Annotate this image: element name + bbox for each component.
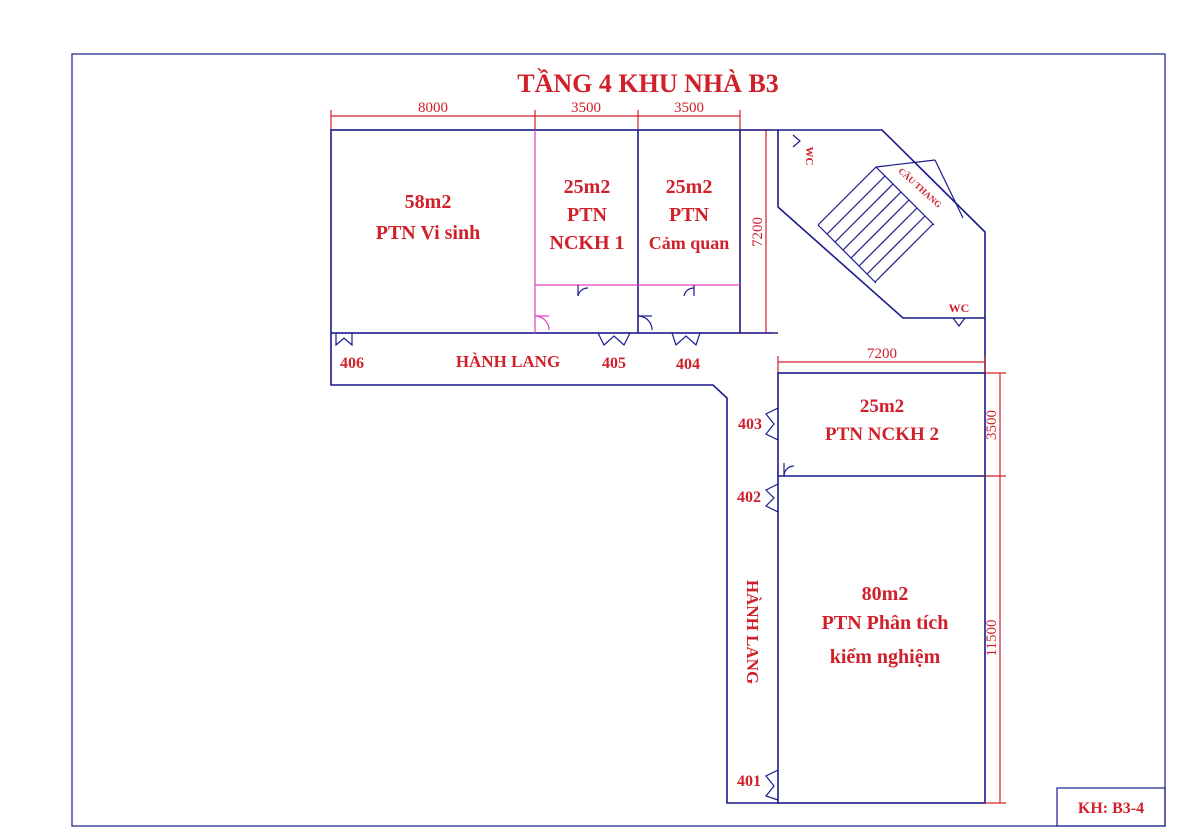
- stamp-box: [1056, 787, 1166, 827]
- room-cam-quan-line2: Cảm quan: [649, 233, 730, 253]
- room-number-403: 403: [738, 416, 762, 433]
- interior-doors: [577, 285, 695, 331]
- room-nckh2-name: PTN NCKH 2: [825, 424, 939, 445]
- dim-7200-vertical: 7200: [750, 217, 766, 247]
- dim-11500-east: 11500: [984, 620, 1000, 657]
- room-number-406: 406: [340, 355, 364, 372]
- top-dimension-line: [330, 110, 741, 130]
- dim-8000: 8000: [418, 100, 448, 116]
- east-dimension-7200: [777, 356, 986, 373]
- east-dimensions-vertical: [985, 372, 1006, 804]
- dim-3500-east: 3500: [984, 410, 1000, 440]
- stamp-label: KH: B3-4: [1078, 800, 1144, 817]
- east-wing-walls: [777, 372, 986, 804]
- room-phan-tich-line2: kiểm nghiệm: [830, 646, 941, 668]
- drawing-frame: [71, 53, 1166, 827]
- room-phan-tich-area: 80m2: [862, 583, 909, 605]
- room-number-401: 401: [737, 773, 761, 790]
- dim-3500-a: 3500: [571, 100, 601, 116]
- corridor-east-label: HÀNH LANG: [743, 580, 762, 684]
- room-phan-tich-line1: PTN Phân tích: [822, 612, 949, 634]
- stair-block: [740, 129, 986, 373]
- corridor-north-label: HÀNH LANG: [456, 352, 560, 371]
- wc-top-label: WC: [803, 147, 815, 166]
- room-number-404: 404: [676, 356, 700, 373]
- corridor-doors-east: [764, 407, 795, 801]
- dim-7200-east: 7200: [867, 346, 897, 362]
- room-vi-sinh-name: PTN Vi sinh: [376, 222, 480, 244]
- room-number-402: 402: [737, 489, 761, 506]
- room-nckh1-line2: NCKH 1: [550, 232, 625, 254]
- room-nckh2-area: 25m2: [860, 396, 904, 417]
- corridor-doors-north: [335, 332, 701, 347]
- pink-partitions: [534, 130, 740, 333]
- dim-3500-b: 3500: [674, 100, 704, 116]
- room-vi-sinh-area: 58m2: [405, 191, 452, 213]
- plan-title: TẦNG 4 KHU NHÀ B3: [517, 69, 778, 98]
- room-number-405: 405: [602, 355, 626, 372]
- wc-bottom-label: WC: [949, 301, 970, 315]
- room-cam-quan-line1: PTN: [669, 204, 710, 226]
- room-nckh1-area: 25m2: [564, 176, 611, 198]
- room-nckh1-line1: PTN: [567, 204, 608, 226]
- stair-label: CẦU THANG: [896, 166, 943, 210]
- room-cam-quan-area: 25m2: [666, 176, 713, 198]
